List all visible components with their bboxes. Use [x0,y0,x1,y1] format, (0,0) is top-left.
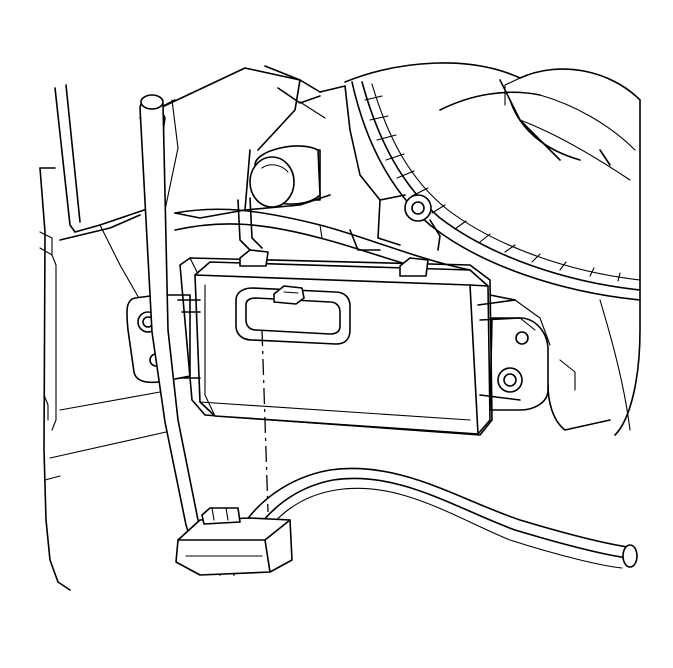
upper-housing-frame [139,65,381,219]
control-module [177,249,521,435]
wire-harness-lower [219,467,638,576]
harness-connector-plug [175,507,293,576]
alignment-centerline [261,329,269,513]
mounting-bolt-top [377,194,441,251]
left-housing-panel [39,84,176,591]
blower-motor-stud [249,145,321,208]
